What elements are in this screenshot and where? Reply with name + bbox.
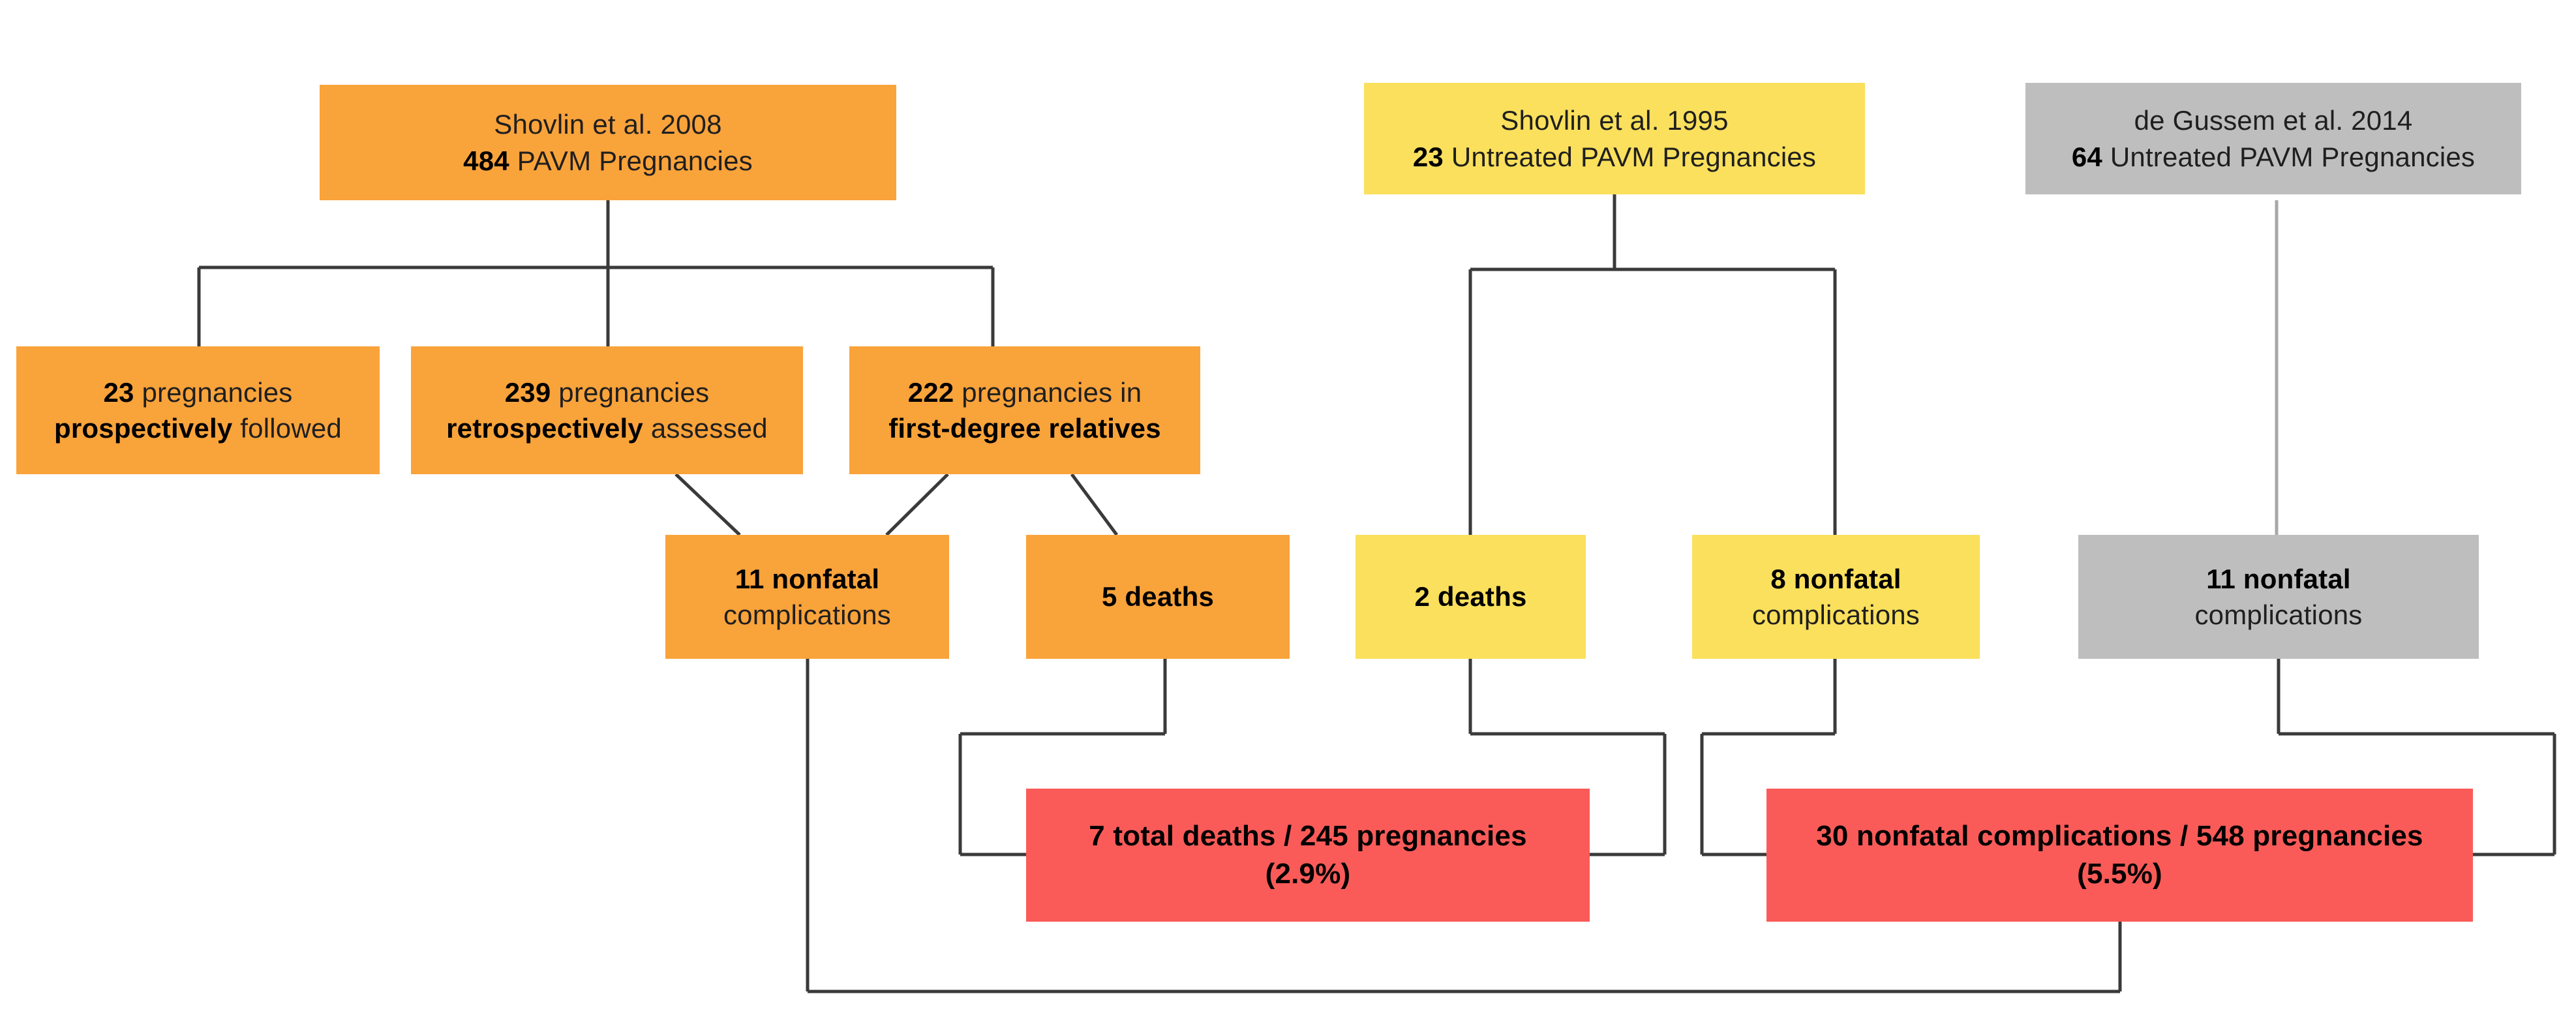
box-8-nonfatal-complications: 8 nonfatal complications [1692, 535, 1980, 659]
study-title: de Gussem et al. 2014 [2134, 105, 2413, 136]
study-count-line: 23 Untreated PAVM Pregnancies [1412, 141, 1817, 172]
connector-segment [674, 473, 741, 536]
study-count-line: 64 Untreated PAVM Pregnancies [2071, 141, 2476, 172]
study-title: Shovlin et al. 2008 [494, 109, 722, 140]
study-title: Shovlin et al. 1995 [1500, 105, 1729, 136]
box-2-deaths: 2 deaths [1356, 535, 1586, 659]
box-total-complications-summary: 30 nonfatal complications / 548 pregnanc… [1766, 789, 2473, 922]
box-11-nonfatal-complications-shovlin2008: 11 nonfatal complications [665, 535, 949, 659]
connector-segment [1070, 473, 1119, 536]
box-retrospective-pregnancies: 239 pregnancies retrospectively assessed [411, 346, 803, 474]
box-de-gussem-2014: de Gussem et al. 2014 64 Untreated PAVM … [2025, 83, 2521, 194]
box-prospective-pregnancies: 23 pregnancies prospectively followed [16, 346, 380, 474]
box-first-degree-pregnancies: 222 pregnancies in first-degree relative… [849, 346, 1200, 474]
box-shovlin-1995: Shovlin et al. 1995 23 Untreated PAVM Pr… [1364, 83, 1865, 194]
connector-segment [885, 473, 949, 536]
study-count-line: 484 PAVM Pregnancies [463, 145, 753, 176]
box-shovlin-2008: Shovlin et al. 2008 484 PAVM Pregnancies [320, 85, 896, 200]
box-5-deaths: 5 deaths [1026, 535, 1290, 659]
box-total-deaths-summary: 7 total deaths / 245 pregnancies (2.9%) [1026, 789, 1590, 922]
box-11-nonfatal-complications-degussem: 11 nonfatal complications [2078, 535, 2479, 659]
